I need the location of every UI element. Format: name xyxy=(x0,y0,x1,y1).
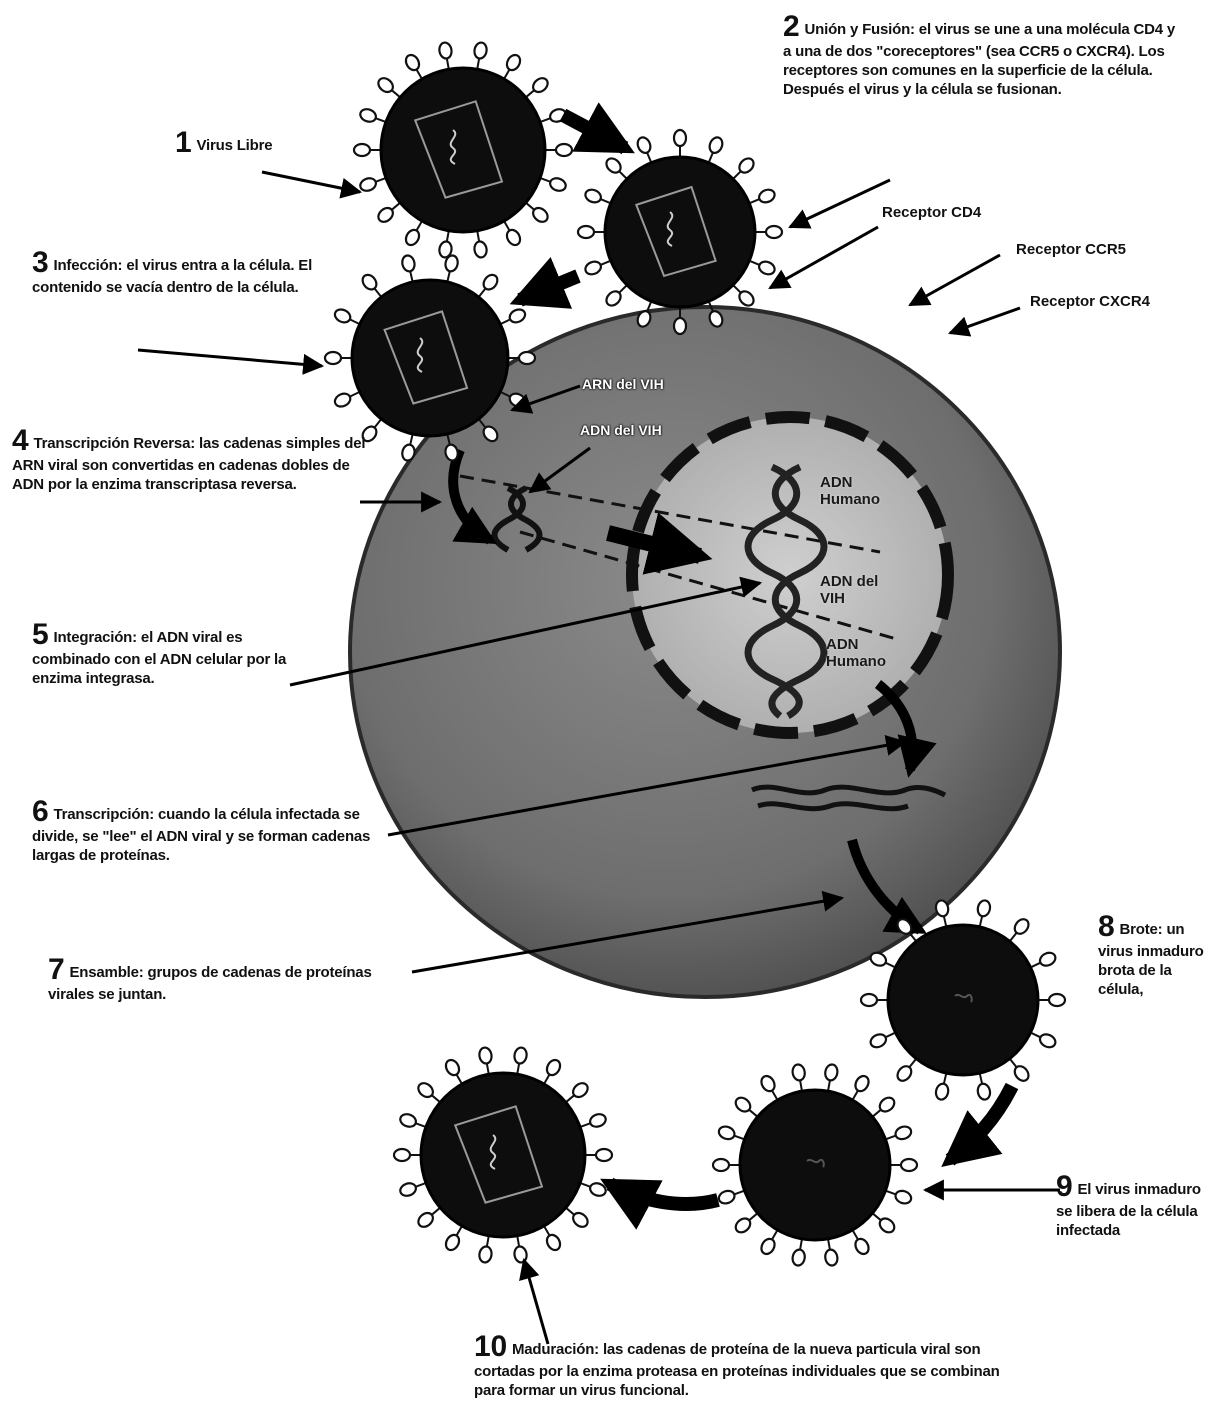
pointer-ccr5 xyxy=(910,255,1000,305)
step-title: Transcripción: xyxy=(54,806,155,823)
step-title: Infección: xyxy=(54,257,123,274)
step-title: Unión y Fusión: xyxy=(805,21,915,38)
adn-humano-2-label: ADN Humano xyxy=(826,636,911,670)
step-number: 1 xyxy=(175,126,192,159)
step-title: Integración: xyxy=(54,629,137,646)
step-title: Virus Libre xyxy=(197,137,273,154)
adn-humano-1-label: ADN Humano xyxy=(820,474,905,508)
step-number: 9 xyxy=(1056,1170,1073,1203)
pointer-2 xyxy=(790,180,890,227)
step-title: Brote: xyxy=(1120,921,1163,938)
step-title: El virus xyxy=(1078,1181,1131,1198)
virus-binding xyxy=(578,130,782,334)
virus-free xyxy=(354,42,572,259)
step-title: Transcripción Reversa: xyxy=(34,435,196,452)
virus-released xyxy=(713,1064,917,1267)
pointer-cd4 xyxy=(770,227,878,288)
step-number: 7 xyxy=(48,953,65,986)
pointer-1 xyxy=(262,172,360,192)
adn-vih-label: ADN del VIH xyxy=(820,573,905,607)
virus-mature xyxy=(394,1047,612,1264)
pointer-cxcr4 xyxy=(950,308,1020,333)
receptor-cxcr4-label: Receptor CXCR4 xyxy=(1030,292,1220,311)
arn-vih-label: ARN del VIH xyxy=(582,376,712,393)
step-title: Maduración: xyxy=(512,1341,599,1358)
receptor-cd4-label: Receptor CD4 xyxy=(882,203,982,222)
pointer-3 xyxy=(138,350,322,366)
receptor-ccr5-label: Receptor CCR5 xyxy=(1016,240,1206,259)
step-number: 3 xyxy=(32,246,49,279)
step-number: 2 xyxy=(783,10,800,43)
step-number: 8 xyxy=(1098,910,1115,943)
step-title: Ensamble: xyxy=(70,964,144,981)
step-number: 5 xyxy=(32,618,49,651)
step-1-label: 1 Virus Libre xyxy=(175,128,375,158)
step-number: 6 xyxy=(32,795,49,828)
step-number: 4 xyxy=(12,424,29,457)
step-number: 10 xyxy=(474,1330,507,1363)
adn-vih-top-label: ADN del VIH xyxy=(580,422,710,439)
